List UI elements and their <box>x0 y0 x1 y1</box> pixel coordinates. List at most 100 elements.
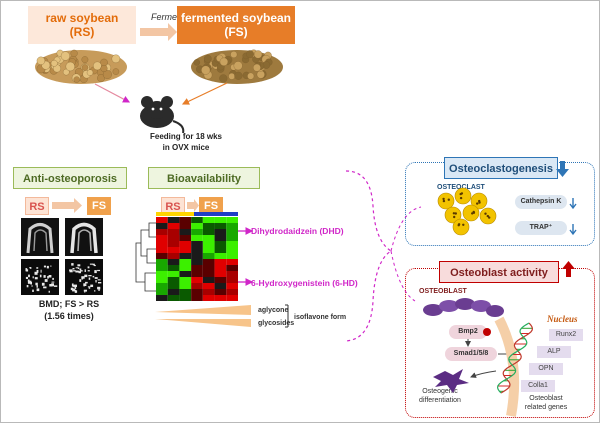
brace-to-osteoclast <box>390 206 422 252</box>
heatmap-cell <box>202 235 215 241</box>
raw-soybean-label: raw soybean (RS) <box>28 6 136 44</box>
heatmap-cell <box>156 229 168 235</box>
xray-speck <box>51 283 54 287</box>
xray-rs-top <box>21 218 59 256</box>
heatmap-cell <box>167 283 180 289</box>
heatmap-cell <box>202 265 215 271</box>
heatmap-cell <box>226 217 238 223</box>
osteoclast-nucleus-dot <box>488 216 491 219</box>
xray-speck <box>43 265 46 268</box>
trap-down-icon <box>569 224 577 236</box>
osteoclast-nucleus-dot <box>478 201 481 204</box>
xray-speck <box>36 285 38 288</box>
smad-node: Smad1/5/8 <box>445 347 497 361</box>
heatmap-cell <box>167 259 180 265</box>
heatmap-cell <box>214 235 227 241</box>
heatmap-dendrogram <box>135 222 156 292</box>
soybean <box>65 61 75 72</box>
heatmap-cell <box>179 259 192 265</box>
bioavailability-title: Bioavailability <box>148 167 260 189</box>
xray-speck <box>27 279 30 282</box>
osteoblast-related-genes-label: Osteoblast related genes <box>516 394 576 412</box>
related-line2: related genes <box>524 404 568 411</box>
heatmap-cell <box>156 295 168 301</box>
osteoclast-nucleus-dot <box>484 212 487 215</box>
heatmap-cell <box>156 235 168 241</box>
xray-speck <box>94 270 97 274</box>
osteoclast-nucleus-dot <box>460 192 464 195</box>
heatmap-cell <box>167 295 180 301</box>
heatmap-cell <box>226 235 238 241</box>
heatmap-cell <box>226 271 238 277</box>
xray-speck <box>32 276 34 279</box>
xray-rs-tag: RS <box>25 197 49 215</box>
heatmap-cell <box>191 283 203 289</box>
osteoblast-up-icon <box>562 261 575 277</box>
osteoclast-nucleus-dot <box>462 223 465 226</box>
heatmap-cell <box>226 247 238 253</box>
heatmap-cell <box>214 247 227 253</box>
fermented-soybean-abbrev: (FS) <box>224 25 248 39</box>
soybean <box>247 72 255 80</box>
soybean <box>81 56 89 63</box>
osteoclast-nucleus-dot <box>453 215 456 219</box>
heatmap-cell <box>191 259 203 265</box>
xray-speck <box>54 285 58 287</box>
heatmap-cell <box>179 223 192 229</box>
heatmap-cell <box>179 235 192 241</box>
heatmap-cell <box>179 271 192 277</box>
xray-speck <box>89 263 94 265</box>
xray-speck <box>72 268 75 270</box>
soybean <box>233 61 243 71</box>
soybean <box>50 59 58 67</box>
osteoclastogenesis-label: Osteoclastogenesis <box>449 163 553 175</box>
heatmap-cell <box>156 253 168 259</box>
isoflavone-form-label: isoflavone form <box>294 314 347 321</box>
dhd-label: Dihydrodaidzein (DHD) <box>251 226 344 236</box>
xray-speck <box>97 286 101 290</box>
heatmap-cell <box>167 217 180 223</box>
heatmap-cell <box>202 271 215 277</box>
xray-speck <box>83 283 85 287</box>
xray-fs-top <box>65 218 103 256</box>
heatmap-cell <box>202 253 215 259</box>
heatmap-cell <box>214 265 227 271</box>
heatmap-cell <box>156 259 168 265</box>
xray-speck <box>97 279 101 281</box>
raw-soybean-pile <box>35 49 127 84</box>
xray-speck <box>44 279 48 282</box>
heatmap-cell <box>202 241 215 247</box>
dna-strand <box>496 322 530 394</box>
xray-speck <box>75 267 78 269</box>
xray-fs-bottom <box>65 259 103 295</box>
xray-speck <box>30 267 32 269</box>
glycosides-wedge <box>155 319 251 327</box>
xray-speck <box>80 270 83 272</box>
heatmap-cell <box>156 247 168 253</box>
heatmap-cell <box>214 271 227 277</box>
bmd-ratio: (1.56 times) <box>44 311 94 321</box>
rs-to-fs-arrow-heatmap <box>187 199 199 212</box>
soybean <box>81 64 89 71</box>
heatmap-cell <box>226 277 238 283</box>
mouse-icon <box>140 96 185 134</box>
6hd-label: 6-Hydroxygenistein (6-HD) <box>251 278 358 288</box>
cathepsin-down-icon <box>569 198 577 210</box>
heatmap-cell <box>167 277 180 283</box>
gene-opn: OPN <box>529 363 563 375</box>
heatmap-cell <box>156 283 168 289</box>
heatmap-cell <box>167 235 180 241</box>
xray-speck <box>43 275 46 278</box>
osteoclast-cell <box>452 218 470 236</box>
anti-osteoporosis-title: Anti-osteoporosis <box>13 167 127 189</box>
soybean <box>100 65 108 72</box>
heatmap-cell <box>202 229 215 235</box>
heatmap-cell <box>214 283 227 289</box>
heatmap-cell <box>226 265 238 271</box>
heatmap-cell <box>226 295 238 301</box>
nucleus-membrane <box>494 316 520 417</box>
heatmap-cell <box>191 289 203 295</box>
xray-speck <box>77 267 80 269</box>
xray-speck <box>90 284 94 287</box>
